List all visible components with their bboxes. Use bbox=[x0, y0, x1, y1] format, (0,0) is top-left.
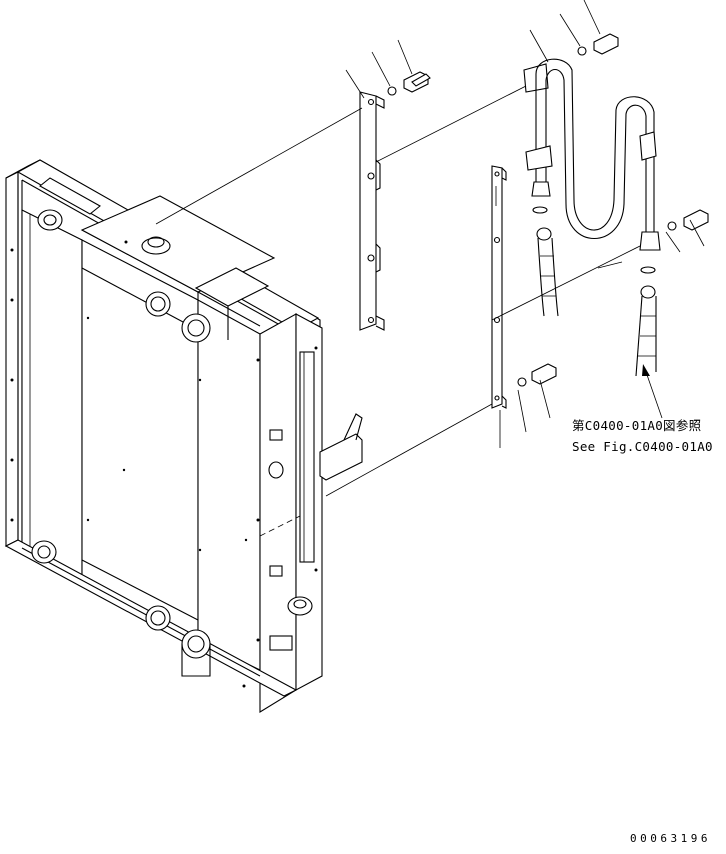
drawing-number: 00063196 bbox=[630, 832, 711, 845]
radiator-assembly bbox=[4, 159, 323, 713]
oil-pipe-assembly bbox=[523, 58, 661, 377]
bracket-plate-right bbox=[491, 165, 507, 409]
bolt-washer-top bbox=[577, 33, 619, 56]
bolt-washer-left bbox=[387, 71, 431, 96]
bracket-plate-left bbox=[359, 91, 385, 331]
bolt-washer-lower bbox=[517, 363, 557, 387]
reference-note-en: See Fig.C0400-01A0 bbox=[572, 439, 713, 454]
mounting-clip bbox=[319, 413, 363, 481]
reference-note-jp: 第C0400-01A0図参照 bbox=[572, 418, 701, 433]
assembly-lines bbox=[155, 0, 705, 537]
bolt-washer-mid bbox=[667, 209, 709, 231]
